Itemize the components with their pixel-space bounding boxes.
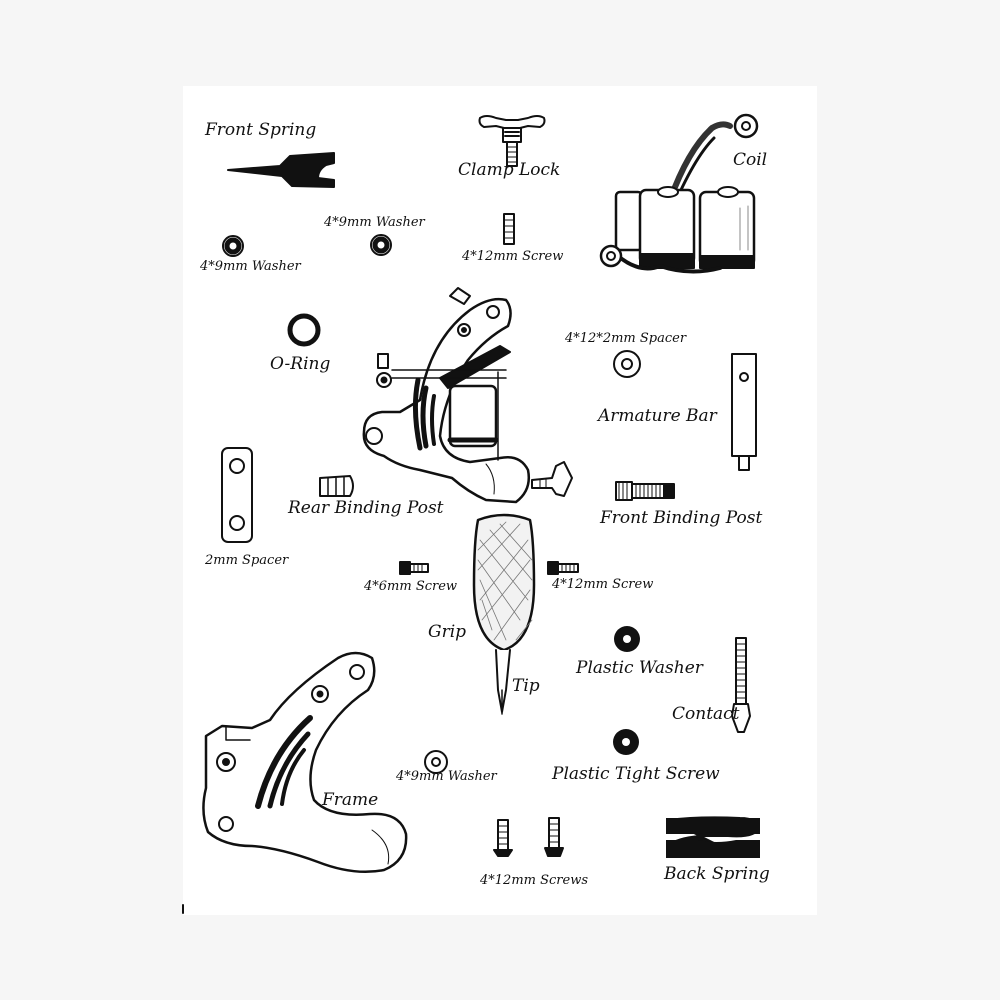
label-tip: Tip — [512, 676, 540, 696]
screws-bottom-part — [493, 817, 564, 857]
front-spring-part — [227, 152, 335, 188]
label-rear-binding-post: Rear Binding Post — [288, 498, 444, 518]
washer-top-part — [370, 234, 392, 256]
label-washer-left: 4*9mm Washer — [200, 259, 301, 274]
front-binding-post-part — [615, 481, 675, 501]
spacer-2mm-part — [221, 447, 253, 543]
label-spacer-12-2: 4*12*2mm Spacer — [565, 331, 687, 346]
label-coil: Coil — [733, 150, 768, 170]
back-spring-body — [666, 818, 760, 858]
rear-binding-post-part — [319, 475, 354, 497]
label-front-spring: Front Spring — [205, 120, 317, 140]
assembled-machine — [362, 287, 573, 715]
plastic-washer-part — [614, 626, 640, 652]
label-screws-bottom: 4*12mm Screws — [480, 873, 588, 888]
label-washer-bottom: 4*9mm Washer — [396, 769, 497, 784]
label-frame: Frame — [322, 790, 379, 810]
screw-12mm-mid-part — [547, 561, 579, 575]
label-spacer-2mm: 2mm Spacer — [205, 553, 289, 568]
washer-left-part — [222, 235, 244, 257]
coil-part — [599, 113, 759, 274]
label-plastic-tight-screw: Plastic Tight Screw — [552, 764, 720, 784]
frame-part — [202, 651, 408, 874]
label-grip: Grip — [428, 622, 467, 642]
label-plastic-washer: Plastic Washer — [576, 658, 703, 678]
label-armature-bar: Armature Bar — [598, 406, 717, 426]
spacer-12-2-part — [613, 350, 641, 378]
label-front-binding-post: Front Binding Post — [600, 508, 763, 528]
clamp-lock-part — [478, 115, 546, 167]
washer-bottom-part — [424, 750, 448, 774]
screw-6mm-part — [399, 561, 429, 575]
label-screw-6mm: 4*6mm Screw — [364, 579, 458, 594]
o-ring-part — [287, 313, 321, 347]
label-contact: Contact — [672, 704, 740, 724]
plastic-tight-screw-part — [613, 729, 639, 755]
label-back-spring: Back Spring — [664, 864, 770, 884]
label-screw-12mm-mid: 4*12mm Screw — [552, 577, 654, 592]
label-screw-top: 4*12mm Screw — [462, 249, 564, 264]
label-o-ring: O-Ring — [270, 354, 331, 374]
label-clamp-lock: Clamp Lock — [458, 160, 561, 180]
screw-top-part — [503, 213, 515, 245]
label-washer-top: 4*9mm Washer — [324, 215, 425, 230]
armature-bar-part — [731, 353, 757, 471]
contact-part — [731, 637, 751, 733]
